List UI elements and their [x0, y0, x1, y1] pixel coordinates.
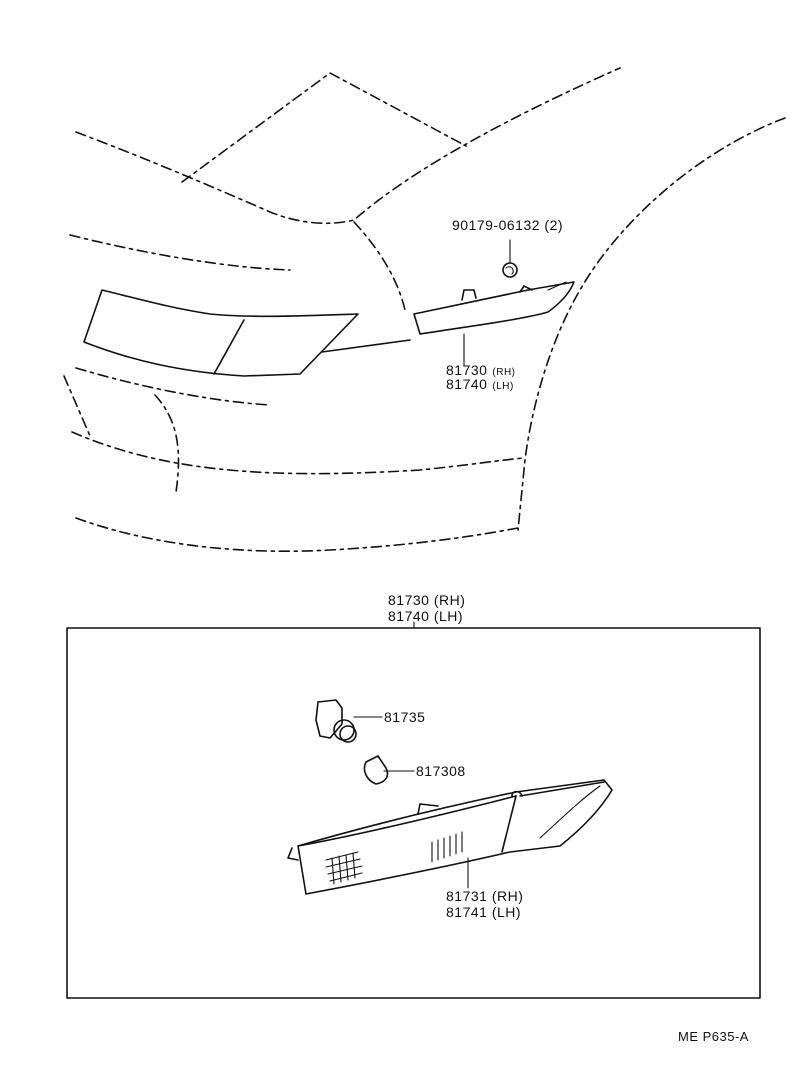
bulb-icon	[363, 755, 415, 785]
headlamp	[83, 289, 411, 377]
detail-rh-label: 81730 (RH)	[388, 592, 466, 608]
lamp-rh-label: 81730 (RH)	[446, 362, 516, 380]
socket-icon	[315, 699, 383, 743]
bolt-part-number: 90179-06132	[452, 217, 541, 233]
socket-label: 81735	[384, 709, 426, 725]
lens-icon	[287, 779, 613, 895]
lamp-rh-number: 81730	[446, 362, 488, 378]
lamp-lh-label: 81740 (LH)	[446, 376, 514, 394]
car-body-outline	[63, 67, 786, 553]
detail-lh-label: 81740 (LH)	[388, 608, 464, 624]
bolt-label: 90179-06132 (2)	[452, 217, 563, 233]
figure-code: ME P635-A	[678, 1029, 749, 1044]
bolt-icon	[502, 239, 518, 278]
lamp-rh-side: (RH)	[492, 367, 516, 378]
bulb-label: 817308	[416, 763, 466, 779]
lens-rh-label: 81731 (RH)	[446, 888, 524, 904]
lamp-lh-side: (LH)	[492, 381, 514, 392]
side-marker-on-body	[413, 281, 575, 335]
bolt-quantity: (2)	[544, 217, 564, 233]
lamp-lh-number: 81740	[446, 376, 488, 392]
lens-lh-label: 81741 (LH)	[446, 904, 522, 920]
detail-box	[66, 621, 761, 999]
